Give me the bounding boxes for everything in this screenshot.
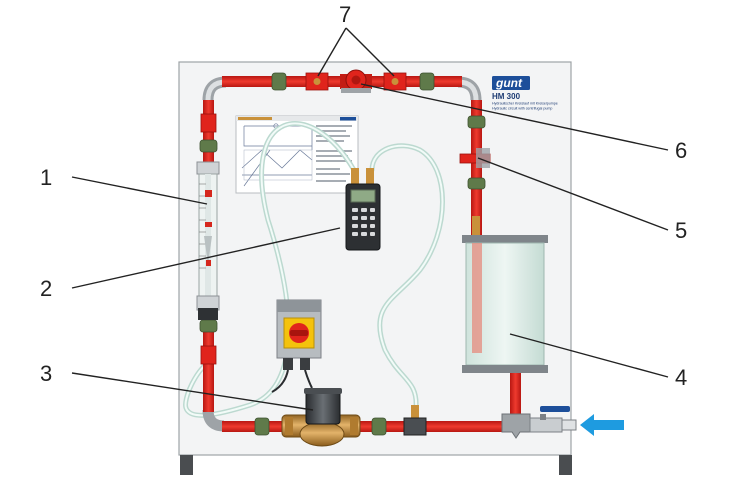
- ball-valves: [305, 72, 407, 91]
- callout-3: 3: [40, 361, 52, 386]
- union-couplings: [199, 72, 486, 436]
- inlet-fitting: [501, 406, 577, 439]
- left-valves: [200, 113, 217, 365]
- model-name: HM 300: [492, 92, 521, 101]
- switch-box: [271, 299, 322, 393]
- brand-label: gunt HM 300 Hydraulischer Kreislauf mit …: [492, 76, 558, 111]
- centrifugal-pump: [281, 388, 361, 447]
- label-line-de: Hydraulischer Kreislauf mit Kreiselpumpe: [492, 102, 558, 106]
- brand-name: gunt: [495, 76, 523, 90]
- pipe-fittings: [403, 216, 480, 436]
- label-line-en: Hydraulic circuit with centrifugal pump: [492, 107, 552, 111]
- panel-foot-right: [559, 455, 572, 475]
- callout-6: 6: [675, 138, 687, 163]
- water-tank: [462, 235, 548, 373]
- schematic-poster: [235, 115, 359, 194]
- callout-7: 7: [339, 2, 351, 27]
- arrow-left-icon: [580, 414, 624, 436]
- callout-5: 5: [675, 218, 687, 243]
- right-pipe-element: [459, 148, 491, 168]
- callout-1: 1: [40, 165, 52, 190]
- panel-foot-left: [180, 455, 193, 475]
- pressure-meter: [345, 168, 381, 251]
- callout-2: 2: [40, 276, 52, 301]
- callout-4: 4: [675, 365, 687, 390]
- callout-leaders: [71, 27, 669, 411]
- flow-meter: [196, 161, 220, 320]
